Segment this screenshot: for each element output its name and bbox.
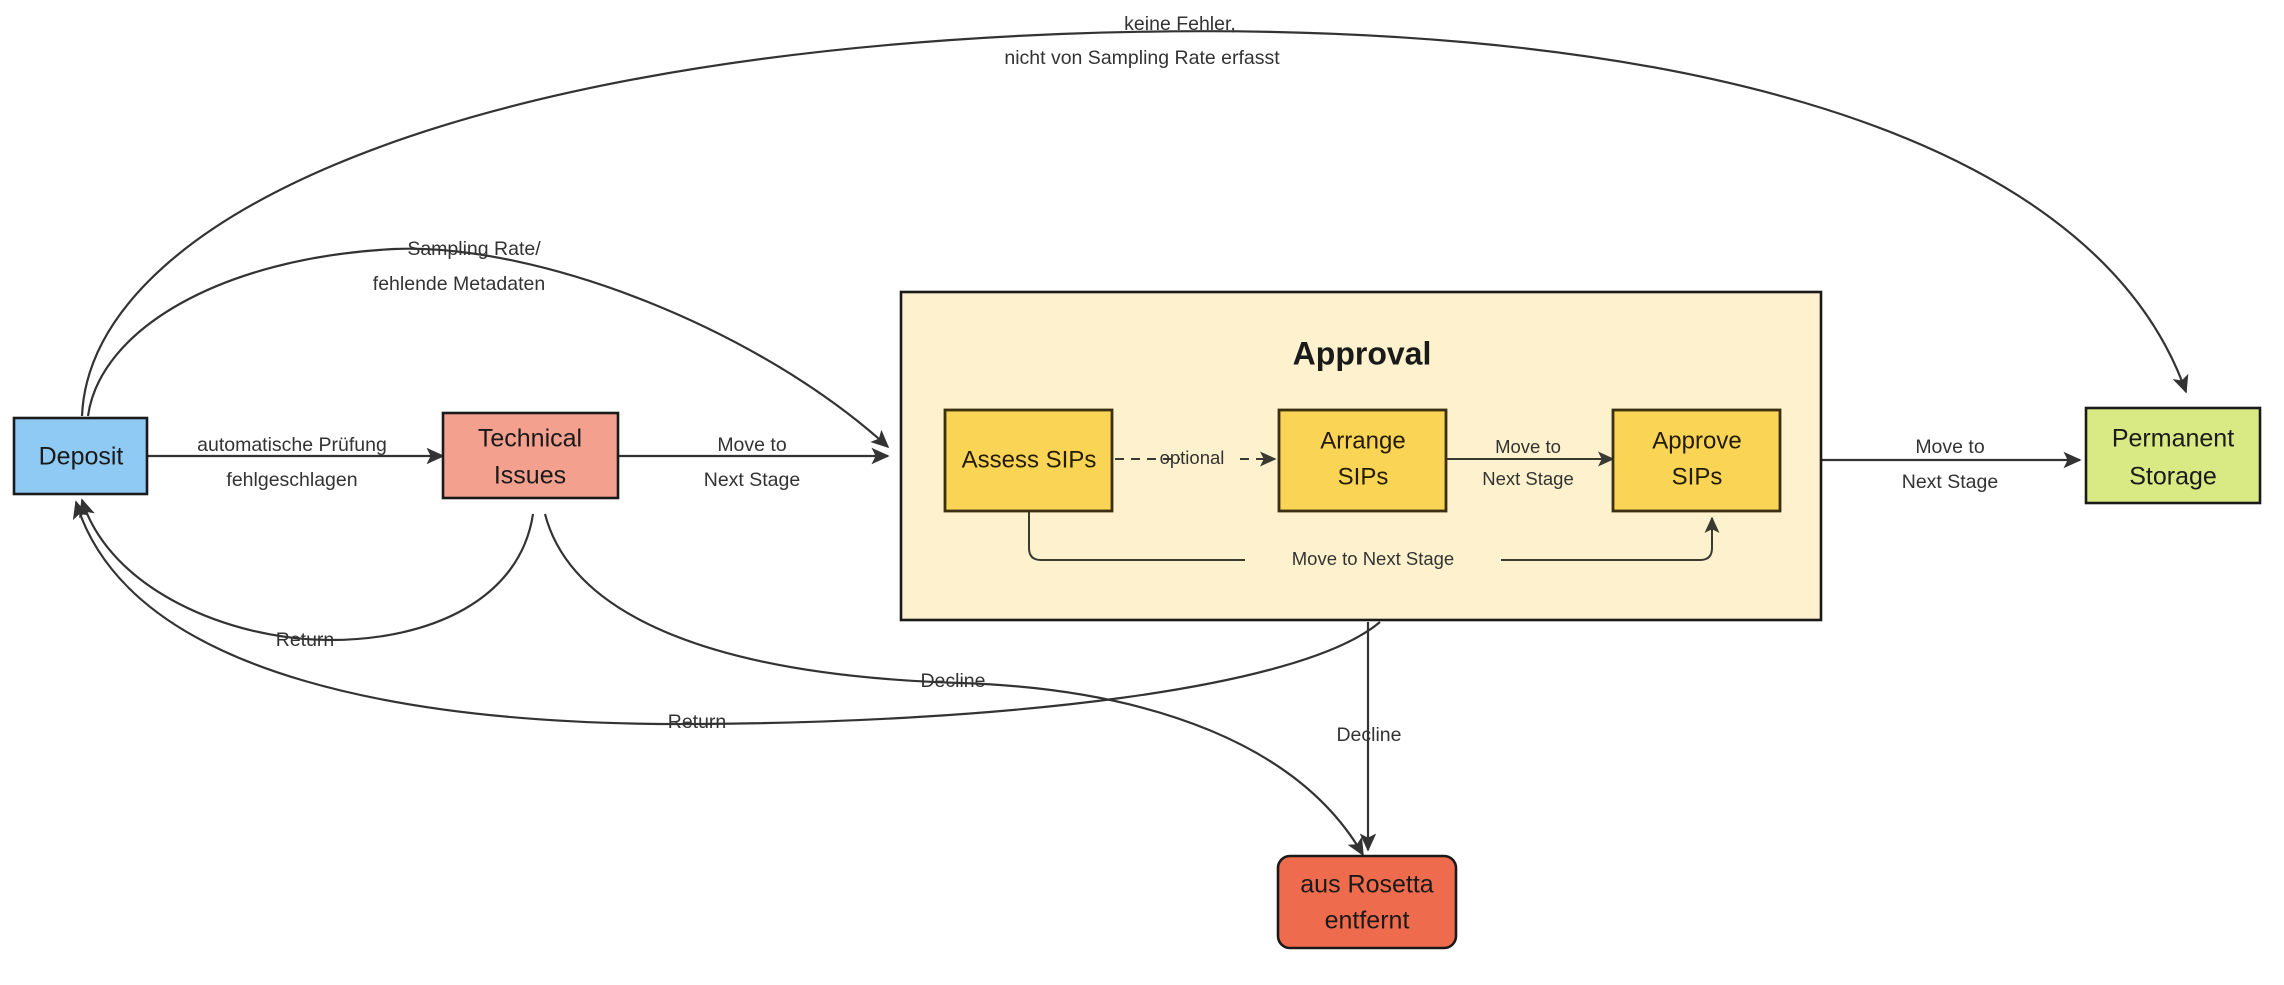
edge-deposit-to-permanent-storage	[80, 30, 2189, 417]
edge-label-deposit-to-permanent-line2: nicht von Sampling Rate erfasst	[1004, 47, 1280, 69]
edge-label-assess-to-approve: Move to Next Stage	[1292, 548, 1454, 569]
edge-label-technical-to-approval-line2: Next Stage	[704, 469, 800, 491]
edge-label-technical-to-deposit-return: Return	[276, 629, 335, 651]
edge-label-deposit-to-technical-line1: automatische Prüfung	[197, 434, 387, 456]
node-assess-sips-label: Assess SIPs	[962, 446, 1097, 473]
node-arrange-sips[interactable]	[1277, 408, 1448, 513]
node-assess-sips[interactable]	[943, 408, 1114, 513]
node-approve-sips-label-line2: SIPs	[1672, 463, 1723, 490]
node-removed-from-rosetta-label-line1: aus Rosetta	[1300, 871, 1434, 899]
edge-label-arrange-to-approve-line2: Next Stage	[1482, 468, 1574, 489]
edge-label-deposit-to-approval-line2: fehlende Metadaten	[373, 273, 545, 295]
edge-technical-issues-to-deposit-return	[79, 498, 535, 642]
edge-label-arrange-to-approve-line1: Move to	[1495, 436, 1561, 457]
node-technical-issues-label-line1: Technical	[478, 425, 582, 453]
approval-group-title: Approval	[1293, 335, 1432, 371]
node-arrange-sips-label-line2: SIPs	[1338, 463, 1389, 490]
edge-label-deposit-to-technical-line2: fehlgeschlagen	[226, 469, 357, 491]
edge-label-backing-assess-to-approve	[1245, 546, 1501, 574]
node-deposit[interactable]	[12, 416, 149, 496]
node-removed-from-rosetta[interactable]	[1276, 854, 1458, 950]
edge-label-approval-to-deposit-return: Return	[668, 711, 727, 733]
edge-technical-issues-to-removed-decline	[543, 513, 1364, 857]
node-technical-issues-label-line2: Issues	[494, 462, 566, 490]
node-arrange-sips-label-line1: Arrange	[1320, 427, 1405, 454]
edge-deposit-to-approval	[86, 247, 890, 449]
node-removed-from-rosetta-label-line2: entfernt	[1325, 907, 1410, 935]
edge-label-approval-to-removed-decline: Decline	[1336, 724, 1401, 746]
node-permanent-storage-label-line1: Permanent	[2112, 425, 2234, 453]
edge-label-deposit-to-approval-line1: Sampling Rate/	[407, 238, 541, 260]
edge-approval-to-deposit-return	[72, 500, 1381, 726]
edge-label-technical-to-removed-decline: Decline	[920, 670, 985, 692]
node-permanent-storage[interactable]	[2084, 406, 2262, 505]
node-technical-issues[interactable]	[441, 411, 620, 500]
node-deposit-label: Deposit	[39, 443, 124, 471]
node-approve-sips[interactable]	[1611, 408, 1782, 513]
edge-label-deposit-to-permanent-line1: keine Fehler,	[1124, 13, 1236, 35]
edge-label-approval-to-permanent-line2: Next Stage	[1902, 471, 1998, 493]
edge-label-approval-to-permanent-line1: Move to	[1915, 436, 1985, 458]
edge-label-technical-to-approval-line1: Move to	[717, 434, 787, 456]
edge-label-assess-to-arrange-optional: optional	[1160, 447, 1225, 468]
node-approve-sips-label-line1: Approve	[1652, 427, 1741, 454]
node-permanent-storage-label-line2: Storage	[2129, 463, 2217, 491]
